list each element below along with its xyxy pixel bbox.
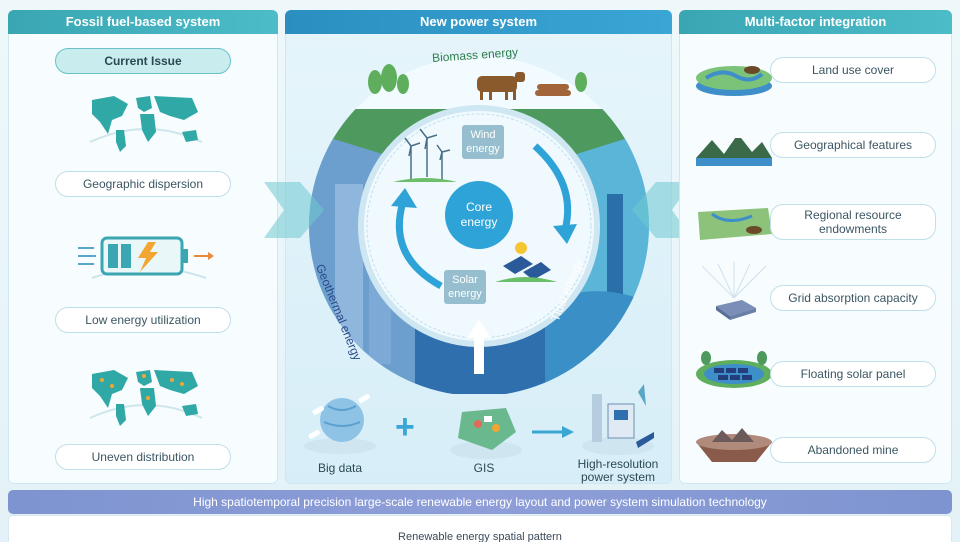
wind-energy-line2: energy <box>466 143 500 155</box>
renewable-pattern-panel: Renewable energy spatial pattern <box>8 515 952 542</box>
land-use-icon <box>696 66 772 96</box>
big-data-label: Big data <box>317 461 363 475</box>
low-energy-utilization-label: Low energy utilization <box>55 307 231 333</box>
geographical-features-icon <box>696 134 772 166</box>
regional-resource-icon <box>698 208 772 240</box>
geographical-features-label: Geographical features <box>770 132 936 158</box>
floating-solar-label: Floating solar panel <box>770 361 936 387</box>
solar-energy-box: Solar energy <box>444 270 486 304</box>
wind-energy-box: Wind energy <box>462 125 504 159</box>
core-energy-label: Core energy <box>449 200 509 230</box>
big-data-globe-icon <box>304 394 376 454</box>
high-resolution-label: High-resolution power system <box>560 458 676 484</box>
grid-absorption-icon <box>701 262 767 320</box>
gis-map-icon <box>450 408 522 459</box>
core-energy-line1: Core <box>465 200 492 214</box>
regional-resource-label: Regional resource endowments <box>770 204 936 240</box>
right-connector-arrow <box>632 182 692 238</box>
solar-energy-line1: Solar <box>452 274 478 286</box>
plus-icon: + <box>395 408 415 446</box>
fossil-fuel-title: Fossil fuel-based system <box>8 10 278 34</box>
regional-resource-line2: endowments <box>818 222 888 236</box>
left-connector-arrow <box>264 182 324 238</box>
arrow-right-icon <box>532 426 574 438</box>
current-issue-label: Current Issue <box>55 48 231 74</box>
multi-factor-panel: Multi-factor integration <box>679 10 952 484</box>
high-resolution-line2: power system <box>580 470 656 484</box>
world-map-distribution-icon <box>89 370 203 426</box>
grid-absorption-label: Grid absorption capacity <box>770 285 936 311</box>
regional-resource-line1: Regional resource <box>804 208 902 222</box>
power-system-icon <box>582 384 654 455</box>
new-power-system-title: New power system <box>285 10 672 34</box>
world-map-icon <box>89 96 203 152</box>
battery-icon <box>78 236 214 279</box>
renewable-pattern-title: Renewable energy spatial pattern <box>398 531 562 542</box>
geographic-dispersion-label: Geographic dispersion <box>55 171 231 197</box>
simulation-technology-bar: High spatiotemporal precision large-scal… <box>8 490 952 514</box>
land-use-cover-label: Land use cover <box>770 57 936 83</box>
gis-label: GIS <box>473 461 495 475</box>
high-resolution-line1: High-resolution <box>577 457 659 471</box>
abandoned-mine-icon <box>696 428 772 462</box>
uneven-distribution-label: Uneven distribution <box>55 444 231 470</box>
solar-energy-line2: energy <box>448 288 482 300</box>
abandoned-mine-label: Abandoned mine <box>770 437 936 463</box>
wind-energy-line1: Wind <box>470 129 496 141</box>
floating-solar-icon <box>696 351 772 388</box>
core-energy-line2: energy <box>460 215 498 229</box>
multi-factor-title: Multi-factor integration <box>679 10 952 34</box>
